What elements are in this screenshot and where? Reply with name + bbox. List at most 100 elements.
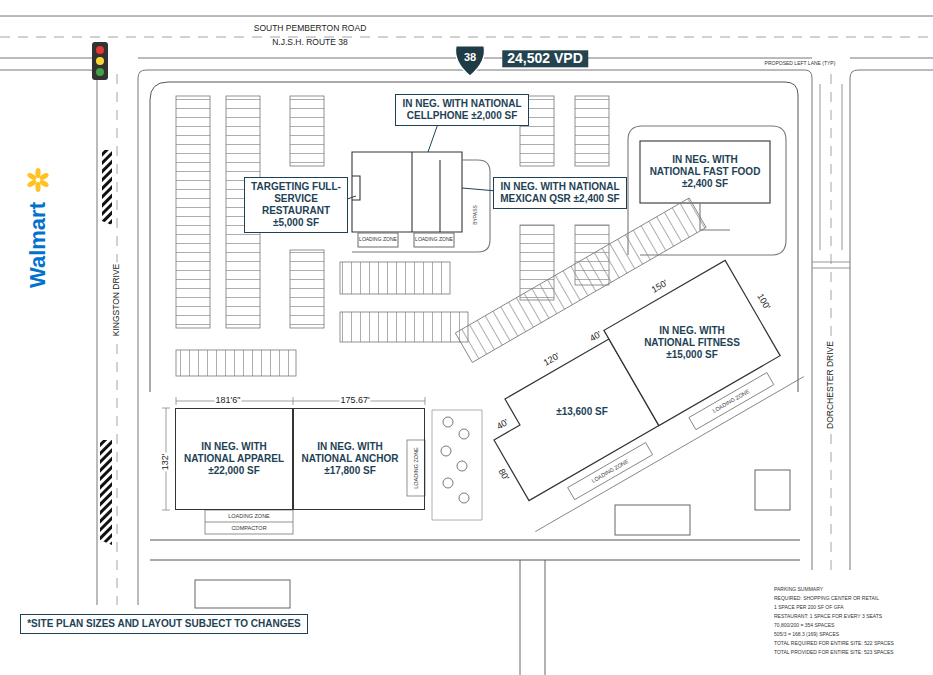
hatched-median xyxy=(100,440,112,545)
table-cell: 1 SPACE PER 200 SF OF GFA xyxy=(774,605,844,611)
dimension: 120' xyxy=(541,351,562,369)
neighbor-building xyxy=(615,505,690,535)
walmart-spark xyxy=(26,172,37,182)
parking-stalls xyxy=(176,96,210,328)
table-cell: TOTAL PROVIDED FOR ENTIRE SITE: 523 SPAC… xyxy=(774,650,894,656)
neighbor-building xyxy=(195,470,790,675)
landscape-tree xyxy=(443,417,453,427)
restaurant-pad xyxy=(358,233,398,247)
plan-note: PROPOSED LEFT LANE (TYP) xyxy=(764,61,837,67)
traffic-light xyxy=(92,42,108,80)
curb xyxy=(150,82,798,392)
tenant-text: ±13,600 SF xyxy=(555,406,609,418)
landscape-tree xyxy=(432,410,482,520)
apparel-building: IN NEG. WITH NATIONAL APPAREL ±22,000 SF xyxy=(175,408,293,510)
traffic-light xyxy=(96,46,104,54)
pad-building: IN NEG. WITH NATIONAL FAST FOOD ±2,400 S… xyxy=(649,154,762,190)
parking-stalls xyxy=(176,96,609,376)
parking-stalls xyxy=(575,96,609,166)
traffic-light xyxy=(96,68,104,76)
callout-text: IN NEG. WITH NATIONAL MEXICAN QSR ±2,400… xyxy=(499,181,621,205)
walmart-spark xyxy=(38,172,49,182)
zone-label: LOADING ZONE xyxy=(415,237,453,243)
callout-text: IN NEG. WITH NATIONAL CELLPHONE ±2,000 S… xyxy=(401,98,523,122)
landscape-tree xyxy=(443,478,453,488)
store-logo: Walmart xyxy=(26,202,50,288)
parking-stalls xyxy=(290,250,324,328)
walmart-spark xyxy=(26,168,49,192)
road-line xyxy=(0,37,933,38)
dimension-line xyxy=(176,397,293,405)
zone-label: COMPACTOR xyxy=(231,525,266,531)
dimension: 80' xyxy=(495,467,510,484)
fitness-building: IN NEG. WITH NATIONAL FITNESS ±15,000 SF xyxy=(643,325,741,361)
route-shield xyxy=(456,46,485,76)
road-name: DORCHESTER DRIVE xyxy=(826,340,835,430)
parking-stalls xyxy=(340,312,468,342)
table-cell: RESTAURANT: 1 SPACE FOR EVERY 3 SEATS xyxy=(774,614,882,620)
road-line xyxy=(0,16,933,605)
walmart-spark xyxy=(35,182,40,192)
zone-label: LOADING ZONE xyxy=(413,447,419,489)
fast-food-pad xyxy=(640,141,770,203)
road-line xyxy=(850,70,933,570)
landscape-tree xyxy=(459,493,469,503)
anchor-building: IN NEG. WITH NATIONAL ANCHOR ±17,800 SF xyxy=(293,408,425,510)
landscape-tree xyxy=(459,429,469,439)
hatched-median xyxy=(100,150,112,545)
loading-zone xyxy=(205,522,293,523)
traffic-light xyxy=(96,57,104,65)
road-name: KINGSTON DRIVE xyxy=(112,263,121,338)
curb xyxy=(150,560,800,561)
tenant-text: IN NEG. WITH NATIONAL FAST FOOD ±2,400 S… xyxy=(649,154,762,190)
restaurant-pad xyxy=(414,233,454,247)
zone-label: LOADING ZONE xyxy=(590,458,629,484)
strip-building xyxy=(535,377,803,532)
route-shield xyxy=(456,46,485,76)
restaurant-pad xyxy=(352,152,462,232)
dimension: 150' xyxy=(649,278,670,296)
dimension: 40' xyxy=(495,417,512,432)
table-cell: 70,800/200 = 354 SPACES xyxy=(774,623,834,629)
road-line xyxy=(0,16,933,17)
table-cell: TOTAL REQUIRED FOR ENTIRE SITE: 522 SPAC… xyxy=(774,641,894,647)
road-name: N.J.S.H. ROUTE 38 xyxy=(271,38,349,47)
parking-stalls xyxy=(290,96,324,166)
curb xyxy=(150,540,800,541)
tenant-text: IN NEG. WITH NATIONAL ANCHOR ±17,800 SF xyxy=(299,441,401,477)
leader-line xyxy=(330,118,520,205)
dimension-line xyxy=(162,408,170,510)
zone-label: LOADING ZONE xyxy=(228,513,270,519)
dimension: 100' xyxy=(754,291,772,312)
note-box: *SITE PLAN SIZES AND LAYOUT SUBJECT TO C… xyxy=(20,614,308,634)
route-number: 38 xyxy=(464,51,476,63)
callout-text: TARGETING FULL-SERVICE RESTAURANT ±5,000… xyxy=(250,181,342,229)
table-cell: 505/3 = 168.3 (169) SPACES xyxy=(774,632,839,638)
table-cell: REQUIRED: SHOPPING CENTER OR RETAIL xyxy=(774,596,879,602)
walmart-spark xyxy=(35,168,40,178)
strip-building xyxy=(604,260,780,425)
dimension-line xyxy=(162,397,425,510)
callout-box: IN NEG. WITH NATIONAL CELLPHONE ±2,000 S… xyxy=(395,94,529,126)
neighbor-building xyxy=(195,580,290,608)
curb xyxy=(150,82,800,560)
landscape-tree xyxy=(457,461,467,471)
restaurant-pad xyxy=(352,160,490,252)
landscape-tree xyxy=(441,446,451,456)
walmart-spark xyxy=(26,179,37,189)
loading-zone xyxy=(205,510,293,534)
loading-zone xyxy=(407,440,425,496)
parking-stalls xyxy=(176,350,296,376)
road-line xyxy=(117,74,118,605)
dimension: 175.67' xyxy=(339,396,370,406)
restaurant-pad xyxy=(352,152,440,232)
traffic-light xyxy=(92,42,108,80)
neighbor-building xyxy=(755,470,790,510)
road-line xyxy=(831,74,832,570)
neighbor-building xyxy=(520,560,545,675)
road-line xyxy=(812,84,850,268)
dimension: 132' xyxy=(161,453,171,472)
lane-label: BYPASS xyxy=(473,204,479,226)
callout-box: TARGETING FULL-SERVICE RESTAURANT ±5,000… xyxy=(244,177,348,233)
retail-building: ±13,600 SF xyxy=(555,406,609,418)
